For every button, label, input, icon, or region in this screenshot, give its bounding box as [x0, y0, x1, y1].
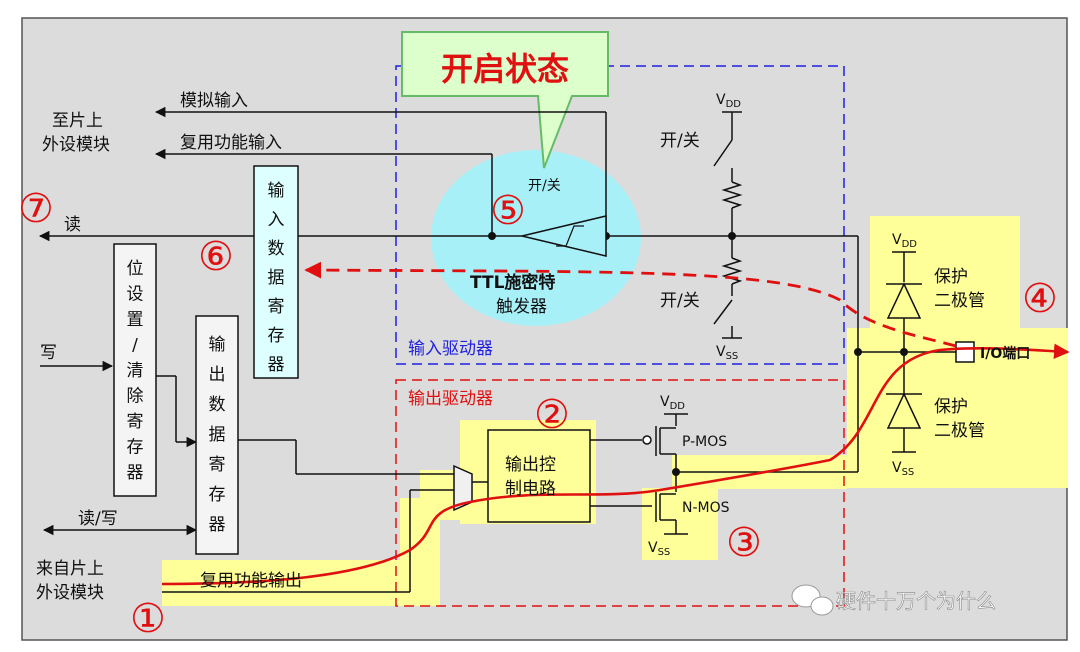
output-data-register-char: 数 — [209, 395, 226, 415]
write-label: 写 — [40, 343, 57, 363]
diode-bottom — [886, 392, 922, 429]
protection-diodes — [886, 282, 922, 429]
output-control-label-2: 制电路 — [505, 479, 556, 499]
input-driver-box — [395, 65, 845, 365]
input-data-register-char: 存 — [268, 326, 285, 346]
output-data-register-char: 器 — [209, 515, 226, 535]
title-text: 开启状态 — [441, 50, 569, 88]
bit-set-clear-register-char: 设 — [127, 285, 144, 305]
vss-pulldown-label: VSS — [716, 344, 738, 362]
circle-number-2: ② — [534, 392, 570, 438]
pull-up-switch-label: 开/关 — [660, 131, 700, 151]
bit-set-clear-register-char: 寄 — [127, 412, 144, 432]
input-data-register-char: 器 — [268, 355, 285, 375]
input-data-register-char: 寄 — [268, 297, 285, 317]
circle-number-5: ⑤ — [490, 188, 526, 234]
pmos-gate-bubble — [642, 435, 652, 445]
output-data-register-char: 输 — [209, 335, 226, 355]
bit-set-clear-register-char: 位 — [127, 259, 144, 279]
input-driver-label: 输入驱动器 — [408, 339, 493, 359]
input-data-register-char: 数 — [268, 239, 285, 259]
pull-down-switch-label: 开/关 — [660, 291, 700, 311]
to-peripheral-label-2: 外设模块 — [42, 135, 110, 155]
bit-set-clear-register-char: / — [132, 336, 138, 356]
schmitt-trigger — [521, 215, 607, 257]
output-data-register — [195, 315, 239, 555]
vss-diode-label: VSS — [892, 460, 914, 478]
output-control-label-1: 输出控 — [505, 455, 556, 475]
alt-func-input-label: 复用功能输入 — [180, 133, 282, 153]
circled-numbers: ① ② ③ ④ ⑤ ⑥ ⑦ — [18, 186, 1058, 642]
bit-set-clear-register-char: 清 — [127, 361, 144, 381]
from-peripheral-label-2: 外设模块 — [36, 583, 104, 603]
bit-set-clear-register — [113, 243, 157, 497]
title-callout — [401, 31, 609, 169]
nmos-label: N-MOS — [682, 500, 730, 516]
labels: 至片上 外设模块 模拟输入 复用功能输入 读 写 读/写 来自片上 外设模块 复… — [36, 91, 1030, 603]
vdd-pullup-label: VDD — [716, 92, 741, 110]
input-signal-path — [304, 261, 957, 348]
schmitt-label-2: 触发器 — [496, 297, 547, 317]
output-data-register-char: 据 — [209, 425, 226, 445]
vss-nmos-label: VSS — [648, 540, 670, 558]
pull-down-resistor — [721, 257, 743, 285]
output-driver-label: 输出驱动器 — [408, 389, 493, 409]
input-data-register-char: 输 — [268, 181, 285, 201]
schmitt-label-1: TTL施密特 — [470, 272, 555, 293]
to-peripheral-label-1: 至片上 — [52, 111, 103, 131]
input-data-register-char: 据 — [268, 268, 285, 288]
bit-set-clear-register-char: 器 — [127, 463, 144, 483]
circle-number-6: ⑥ — [198, 234, 234, 280]
circle-number-7: ⑦ — [18, 186, 54, 232]
circle-number-1: ① — [130, 596, 166, 642]
protect-bottom-label-2: 二极管 — [934, 421, 985, 441]
read-write-label: 读/写 — [78, 509, 118, 529]
vdd-diode-label: VDD — [892, 232, 917, 250]
analog-input-label: 模拟输入 — [180, 91, 248, 111]
pull-resistors — [721, 181, 743, 285]
schmitt-switch-label: 开/关 — [528, 178, 561, 194]
watermark: 硬件十万个为什么 — [791, 584, 996, 616]
circle-number-4: ④ — [1022, 276, 1058, 322]
io-port-label: I/O端口 — [980, 345, 1030, 362]
from-peripheral-label-1: 来自片上 — [36, 559, 104, 579]
bit-set-clear-register-char: 存 — [127, 438, 144, 458]
output-data-register-char: 出 — [209, 365, 226, 385]
protect-top-label-2: 二极管 — [934, 291, 985, 311]
vdd-pmos-label: VDD — [660, 394, 685, 412]
output-driver-box — [395, 379, 845, 607]
protect-top-label-1: 保护 — [934, 267, 968, 287]
supply-labels: VDD VSS VDD VSS VDD VSS — [648, 92, 917, 558]
wechat-icon — [791, 584, 834, 616]
bit-set-clear-register-char: 除 — [127, 387, 144, 407]
circle-number-3: ③ — [726, 520, 762, 566]
read-label: 读 — [64, 215, 81, 235]
input-data-register — [253, 165, 299, 379]
io-pin — [955, 341, 975, 363]
alt-func-output-label: 复用功能输出 — [200, 571, 302, 591]
output-signal-path — [161, 343, 1070, 586]
output-data-register-char: 寄 — [209, 455, 226, 475]
pull-up-resistor — [721, 181, 743, 209]
watermark-text: 硬件十万个为什么 — [836, 589, 996, 613]
bit-set-clear-register-char: 置 — [127, 310, 144, 330]
output-data-register-char: 存 — [209, 485, 226, 505]
output-control-circuit — [487, 429, 591, 523]
protect-bottom-label-1: 保护 — [934, 397, 968, 417]
diode-top — [886, 282, 922, 319]
input-data-register-char: 入 — [268, 210, 285, 230]
pmos-label: P-MOS — [682, 434, 727, 450]
